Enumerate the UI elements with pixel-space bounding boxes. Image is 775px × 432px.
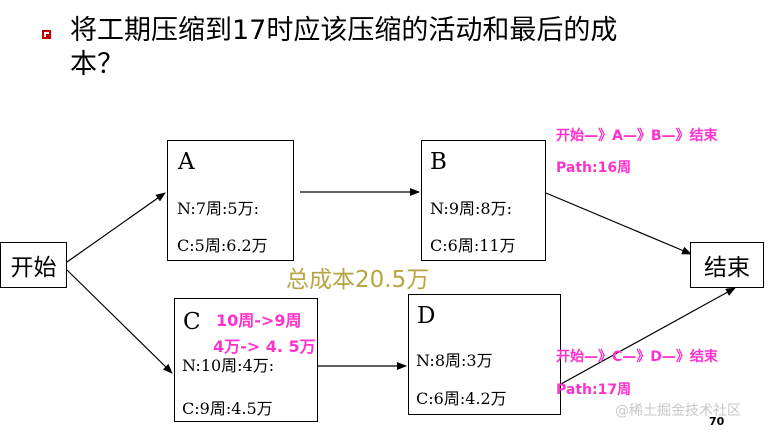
activity-c-normal: N:10周:4万: xyxy=(182,356,275,375)
path1-route-label: 开始—》A—》B—》结束 xyxy=(556,128,718,144)
end-node: 结束 xyxy=(690,242,764,288)
activity-d-crash: C:6周:4.2万 xyxy=(416,389,507,408)
path1-length-label: Path:16周 xyxy=(556,160,632,176)
start-node: 开始 xyxy=(0,242,67,288)
activity-b-letter: B xyxy=(430,149,447,175)
activity-a-crash: C:5周:6.2万 xyxy=(177,236,268,255)
activity-c-node: C N:10周:4万: C:9周:4.5万 xyxy=(174,298,318,422)
arrow-start-to-a xyxy=(66,192,166,263)
path2-length-label: Path:17周 xyxy=(556,382,632,398)
activity-c-crash: C:9周:4.5万 xyxy=(182,399,273,418)
watermark-text: @稀土掘金技术社区 xyxy=(615,403,741,419)
activity-d-letter: D xyxy=(417,303,436,329)
activity-d-normal: N:8周:3万 xyxy=(416,351,493,370)
activity-d-node: D N:8周:3万 C:6周:4.2万 xyxy=(408,294,561,415)
question-line-2: 本？ xyxy=(70,49,124,80)
activity-b-node: B N:9周:8万: C:6周:11万 xyxy=(421,140,546,261)
activity-c-letter: C xyxy=(183,309,201,335)
arrow-d-to-end xyxy=(560,287,736,385)
arrow-b-to-end xyxy=(545,192,692,255)
crash-cost-note: 4万-> 4. 5万 xyxy=(213,337,316,356)
bullet-icon xyxy=(42,30,51,39)
total-cost-label: 总成本20.5万 xyxy=(286,267,430,293)
question-line-1: 将工期压缩到17时应该压缩的活动和最后的成 xyxy=(70,15,618,46)
arrow-start-to-c xyxy=(66,269,173,374)
crash-weeks-note: 10周->9周 xyxy=(216,311,302,330)
path2-route-label: 开始—》C—》D—》结束 xyxy=(556,349,718,365)
page-number: 70 xyxy=(709,415,725,428)
activity-a-letter: A xyxy=(178,149,195,175)
question-text: 将工期压缩到17时应该压缩的活动和最后的成 本？ xyxy=(70,14,710,82)
activity-a-node: A N:7周:5万: C:5周:6.2万 xyxy=(167,140,294,261)
activity-b-normal: N:9周:8万: xyxy=(430,199,512,218)
activity-b-crash: C:6周:11万 xyxy=(430,236,516,255)
activity-a-normal: N:7周:5万: xyxy=(177,199,259,218)
